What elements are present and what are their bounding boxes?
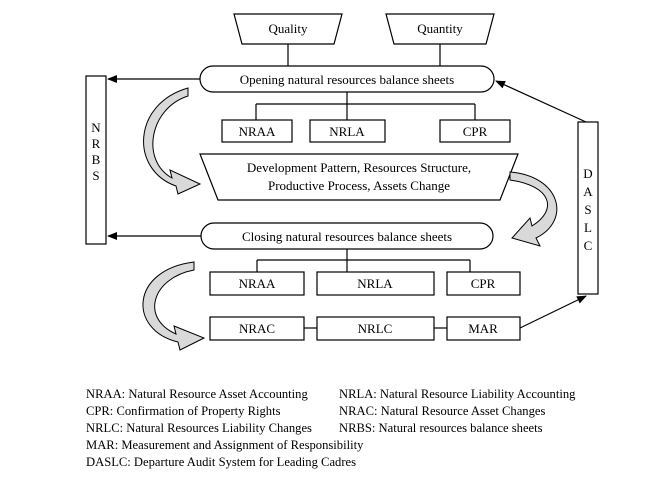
svg-text:D: D [583, 166, 592, 181]
legend-row: DASLC: Departure Audit System for Leadin… [86, 455, 357, 469]
quantity-label: Quantity [417, 21, 463, 36]
svg-text:L: L [584, 220, 592, 235]
svg-text:B: B [92, 152, 101, 167]
svg-text:NRLA: NRLA [357, 276, 393, 291]
closing-label: Closing natural resources balance sheets [242, 229, 452, 244]
quality-label: Quality [269, 21, 308, 36]
svg-text:R: R [92, 136, 101, 151]
row2-nrla-box: NRLA [316, 271, 435, 296]
svg-text:CPR: CPR [471, 276, 496, 291]
legend-row: CPR: Confirmation of Property Rights NRA… [86, 404, 546, 418]
nrbs-box: N R B S [85, 75, 107, 245]
opening-label: Opening natural resources balance sheets [240, 72, 454, 87]
row3-nrac-box: NRAC [209, 316, 305, 341]
daslc-box: D A S L C [577, 121, 599, 295]
curved-arrow-opening-to-trapezoid [143, 87, 202, 195]
svg-text:MAR: MAR [468, 321, 498, 336]
quantity-input-shape: Quantity [385, 13, 495, 45]
svg-text:NRAA: NRAA [239, 124, 276, 139]
svg-text:C: C [584, 238, 593, 253]
row1-cpr-box: CPR [439, 119, 511, 143]
row1-nrla-box: NRLA [309, 119, 386, 143]
mar-to-daslc-arrow [519, 295, 587, 329]
opening-balance-sheet-node: Opening natural resources balance sheets [199, 65, 495, 93]
svg-text:NRAC: NRAC [239, 321, 275, 336]
development-pattern-trapezoid: Development Pattern, Resources Structure… [199, 153, 519, 201]
curved-arrow-trapezoid-to-closing [509, 171, 558, 247]
daslc-to-opening-arrow [495, 80, 587, 123]
svg-text:NRLC: NRLC [358, 321, 393, 336]
abbreviation-legend: NRAA: Natural Resource Asset Accounting … [86, 386, 646, 471]
row2-nraa-box: NRAA [209, 271, 305, 296]
svg-text:A: A [583, 184, 593, 199]
svg-text:Development Pattern, Resources: Development Pattern, Resources Structure… [247, 160, 471, 175]
row1-nraa-box: NRAA [221, 119, 293, 143]
svg-text:Productive Process, Assets Cha: Productive Process, Assets Change [268, 178, 450, 193]
legend-row: NRAA: Natural Resource Asset Accounting … [86, 387, 576, 401]
quality-input-shape: Quality [233, 13, 343, 45]
row2-cpr-box: CPR [446, 271, 521, 296]
closing-balance-sheet-node: Closing natural resources balance sheets [200, 222, 494, 250]
row3-mar-box: MAR [446, 316, 521, 341]
svg-text:NRAA: NRAA [239, 276, 276, 291]
curved-arrow-row2-to-row3 [142, 261, 206, 351]
legend-row: NRLC: Natural Resources Liability Change… [86, 421, 543, 435]
legend-row: MAR: Measurement and Assignment of Respo… [86, 438, 364, 452]
row3-nrlc-box: NRLC [316, 316, 435, 341]
svg-text:S: S [584, 202, 591, 217]
svg-text:NRLA: NRLA [329, 124, 365, 139]
svg-text:N: N [91, 120, 101, 135]
svg-text:CPR: CPR [463, 124, 488, 139]
svg-text:S: S [92, 168, 99, 183]
